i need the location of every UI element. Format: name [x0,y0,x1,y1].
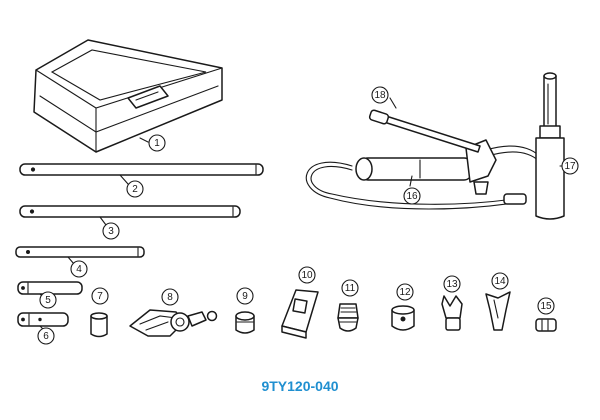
callout-number: 7 [97,291,103,302]
callout-ring [102,222,120,240]
callout-ring [236,287,254,305]
part-ram-cylinder [535,72,565,220]
callout-ring [37,327,55,345]
callout-6: 6 [37,327,55,345]
callout-number: 8 [167,292,173,303]
callout-number: 14 [494,276,506,287]
part-extension-tube-5 [17,281,83,295]
callout-number: 6 [43,331,49,342]
part-hydraulic-pump [305,109,549,210]
callout-number: 17 [564,161,576,172]
callout-number: 18 [374,90,386,101]
callout-number: 10 [301,270,313,281]
callout-18: 18 [371,86,389,104]
part-extension-tube-long [19,163,264,176]
callout-ring [126,180,144,198]
callout-11: 11 [341,279,359,297]
callout-3: 3 [102,222,120,240]
callout-number: 1 [154,138,160,149]
callout-7: 7 [91,287,109,305]
callout-ring [371,86,389,104]
part-spreader [129,309,218,337]
callout-ring [161,288,179,306]
callout-number: 2 [132,184,138,195]
callout-13: 13 [443,275,461,293]
part-v-head [391,305,415,331]
callout-2: 2 [126,180,144,198]
callout-number: 16 [406,191,418,202]
callout-9: 9 [236,287,254,305]
callout-number: 9 [242,291,248,302]
callout-ring [39,291,57,309]
part-code-label: 9TY120-040 [261,378,339,394]
callout-ring [537,297,555,315]
callout-12: 12 [396,283,414,301]
callout-number: 11 [345,283,356,294]
callout-ring [491,272,509,290]
part-small-connector [535,318,557,332]
part-plug [90,312,108,338]
callout-number: 12 [399,287,411,298]
callout-ring [396,283,414,301]
part-carrying-case [33,39,223,153]
callout-1: 1 [148,134,166,152]
callout-number: 5 [45,295,51,306]
callout-4: 4 [70,260,88,278]
callout-number: 4 [76,264,82,275]
callout-ring [403,187,421,205]
callout-number: 3 [108,226,114,237]
callout-10: 10 [298,266,316,284]
callout-ring [561,157,579,175]
callout-14: 14 [491,272,509,290]
callout-ring [91,287,109,305]
callout-5: 5 [39,291,57,309]
callout-ring [443,275,461,293]
part-extension-tube-short [15,246,145,258]
callout-8: 8 [161,288,179,306]
callout-ring [341,279,359,297]
callout-ring [70,260,88,278]
callout-number: 13 [446,279,458,290]
part-round-cap [235,311,255,334]
part-extension-tube-medium [19,205,241,218]
callout-15: 15 [537,297,555,315]
callout-ring [298,266,316,284]
part-wedge-head [485,291,511,331]
part-extension-tube-6 [17,312,69,327]
part-flat-base [281,289,319,339]
callout-ring [148,134,166,152]
part-threaded-adapter [337,303,359,332]
callout-17: 17 [561,157,579,175]
part-notched-head [441,295,463,331]
callout-number: 15 [540,301,552,312]
callout-16: 16 [403,187,421,205]
